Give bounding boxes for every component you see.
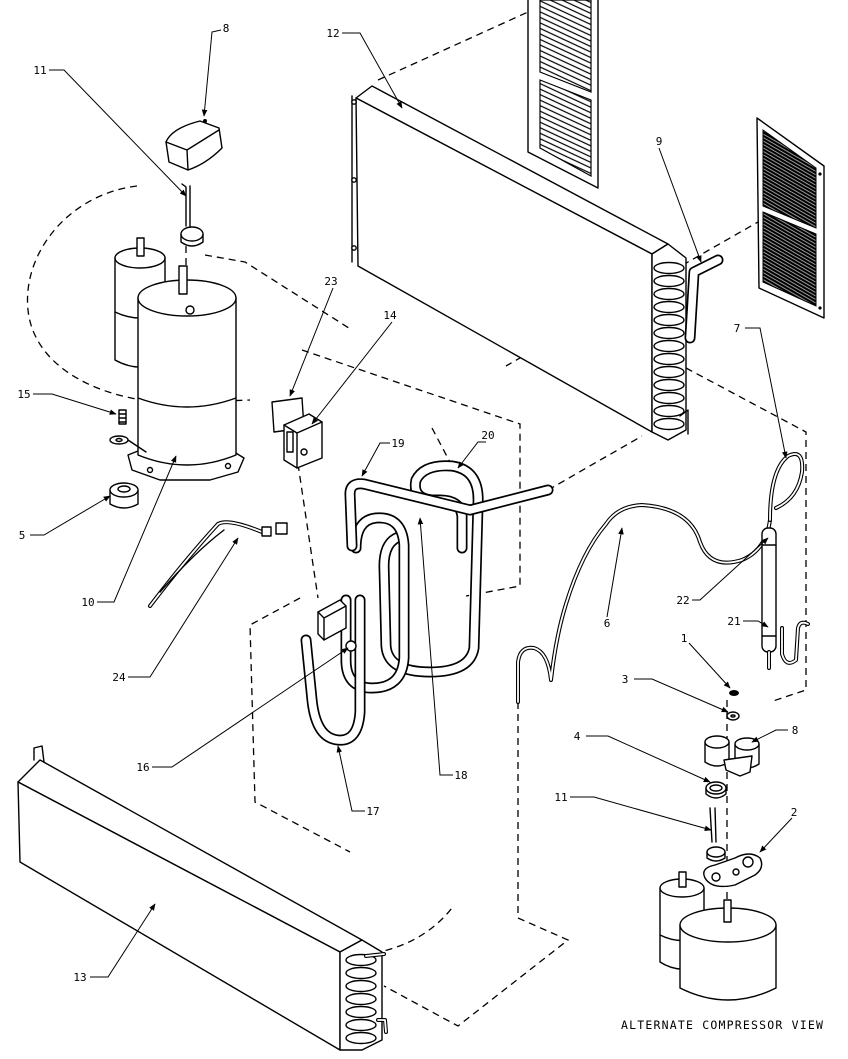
callout-14: 14 — [383, 309, 397, 322]
leader-line — [311, 321, 393, 425]
callout-12: 12 — [326, 27, 339, 40]
leader-line — [457, 441, 486, 469]
callout-19: 19 — [391, 437, 404, 450]
mounting-bolt — [118, 409, 127, 425]
callout-13: 13 — [73, 971, 86, 984]
top-grille — [527, 0, 599, 189]
overload-protector — [180, 183, 204, 247]
alt-nut — [729, 690, 739, 696]
leader-line — [606, 527, 624, 618]
leader-line — [289, 287, 334, 397]
terminal-cover — [165, 119, 223, 171]
mounting-washer — [109, 435, 147, 453]
leader-line — [361, 442, 390, 477]
callout-7: 7 — [734, 322, 741, 335]
guide-line — [431, 427, 453, 467]
alternate-view-caption: ALTERNATE COMPRESSOR VIEW — [621, 1018, 824, 1032]
callout-4: 4 — [574, 730, 581, 743]
callout-11-alt: 11 — [554, 791, 567, 804]
leader-line — [658, 147, 702, 263]
alt-overload — [706, 807, 726, 862]
alt-washer — [726, 711, 740, 721]
capillary-tube — [516, 452, 805, 704]
alt-gasket — [703, 853, 763, 888]
callout-1: 1 — [681, 632, 688, 645]
leader-line — [336, 745, 365, 812]
leader-line — [570, 796, 712, 831]
callout-8-alt: 8 — [792, 724, 799, 737]
side-grille — [756, 117, 825, 319]
compressor — [127, 265, 245, 481]
guide-line — [383, 702, 570, 1027]
condenser-hairpins — [653, 261, 685, 431]
leader-line — [97, 455, 177, 603]
callout-5: 5 — [19, 529, 26, 542]
guide-line — [547, 435, 643, 491]
condenser-coil — [351, 85, 689, 441]
callout-labels: 8 11 12 9 7 23 14 15 5 10 19 20 22 21 24… — [17, 22, 798, 984]
callout-8-top: 8 — [223, 22, 230, 35]
leader-line — [751, 729, 788, 743]
callout-3: 3 — [622, 673, 629, 686]
leader-line — [33, 393, 117, 415]
leader-line — [342, 32, 403, 109]
guide-line — [377, 11, 529, 81]
guide-line — [204, 254, 353, 331]
leader-line — [49, 69, 187, 197]
filter-drier — [761, 527, 810, 670]
guide-line — [249, 597, 351, 853]
callout-11-top: 11 — [33, 64, 46, 77]
relay — [283, 413, 323, 469]
leader-line — [688, 642, 731, 689]
leader-line — [152, 647, 349, 768]
leader-line — [759, 817, 793, 853]
callout-20: 20 — [481, 429, 494, 442]
grommet — [109, 482, 139, 509]
leader-line — [201, 29, 222, 117]
leader-line — [586, 735, 711, 783]
callout-10: 10 — [81, 596, 94, 609]
leader-line — [128, 537, 239, 678]
leader-lines — [30, 29, 793, 978]
callout-22: 22 — [676, 594, 689, 607]
callout-16: 16 — [136, 761, 149, 774]
discharge-tube — [684, 254, 724, 344]
callout-6: 6 — [604, 617, 611, 630]
wire-harness — [148, 520, 288, 608]
alt-insulator — [705, 781, 727, 799]
leader-line — [743, 620, 769, 628]
leader-line — [634, 678, 729, 713]
guide-line — [26, 185, 251, 404]
callout-23: 23 — [324, 275, 337, 288]
guide-line — [301, 349, 521, 597]
callout-21: 21 — [727, 615, 740, 628]
leader-line — [745, 327, 788, 459]
callout-9: 9 — [656, 135, 663, 148]
leader-line — [692, 537, 769, 601]
callout-17: 17 — [366, 805, 379, 818]
callout-2: 2 — [791, 806, 798, 819]
callout-15: 15 — [17, 388, 30, 401]
alt-compressor — [679, 899, 777, 1001]
callout-18: 18 — [454, 769, 467, 782]
alt-terminal-cover — [704, 735, 760, 777]
leader-line — [417, 517, 453, 776]
guide-line — [685, 367, 807, 703]
leader-line — [30, 495, 111, 536]
guide-line — [297, 463, 319, 599]
evaporator-coil — [17, 745, 388, 1051]
leader-line — [90, 903, 156, 978]
tubing-assembly — [300, 460, 554, 746]
callout-24: 24 — [112, 671, 126, 684]
